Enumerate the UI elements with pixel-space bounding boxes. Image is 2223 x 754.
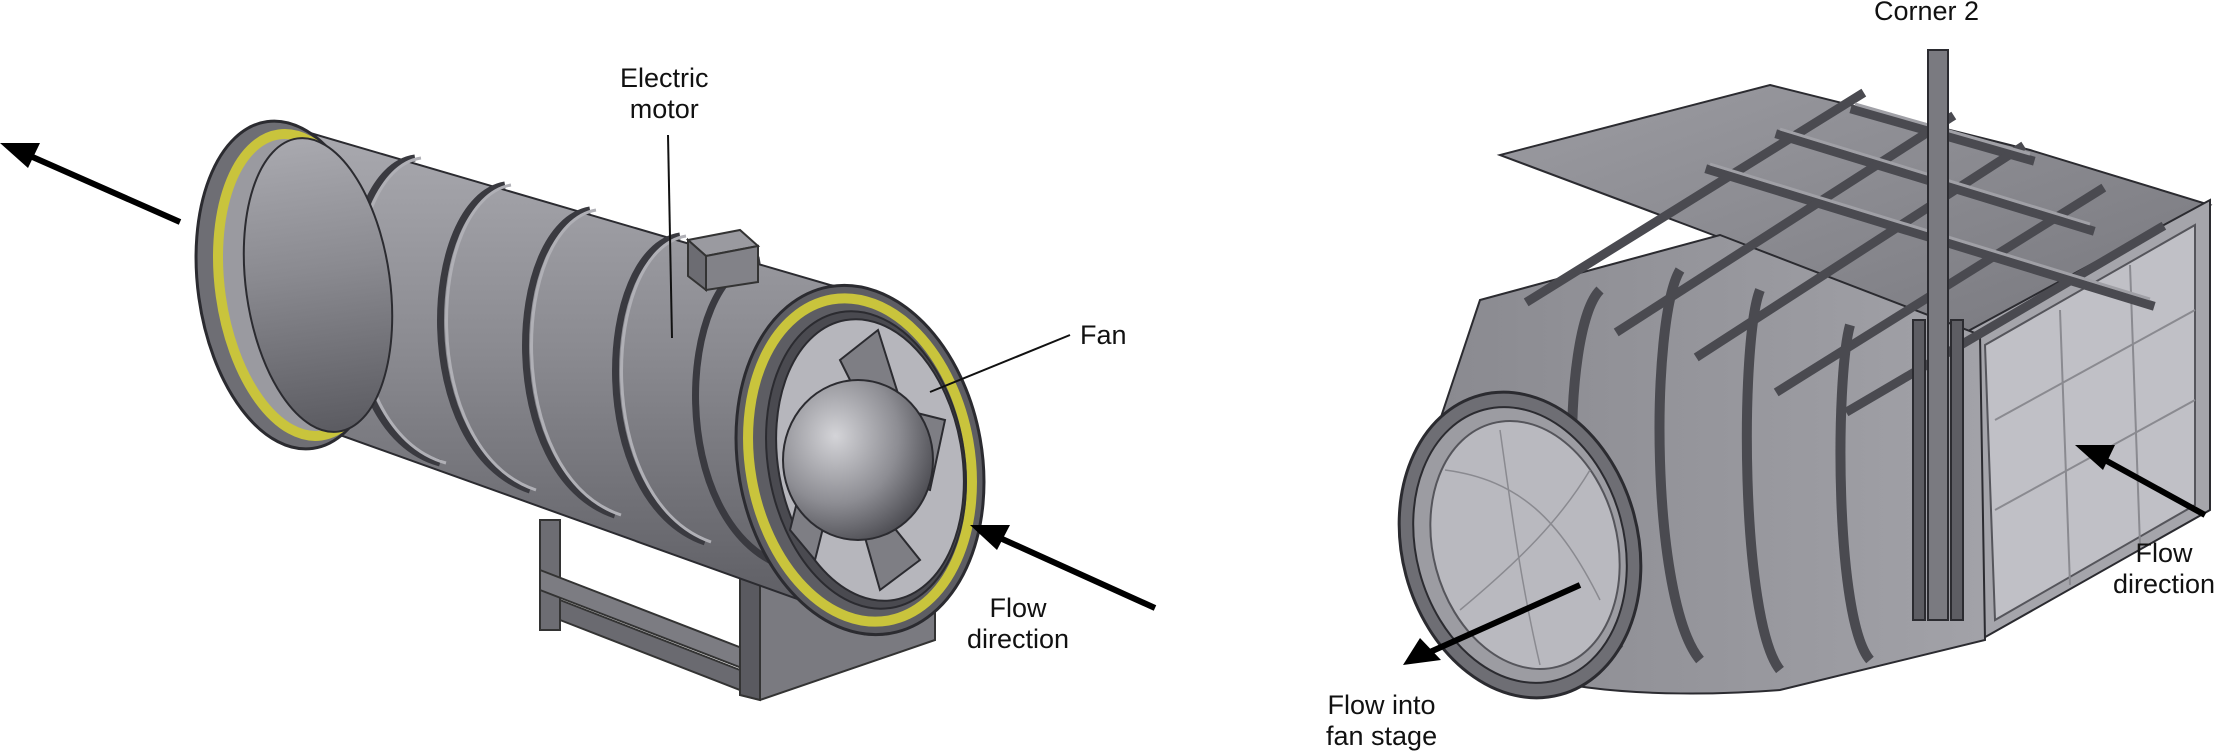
electric-motor-label-line1: Electric bbox=[620, 63, 709, 93]
fan-stage-assembly bbox=[0, 119, 1157, 702]
flow-direction-left-line2: direction bbox=[967, 624, 1070, 654]
fan-leader bbox=[929, 334, 1071, 393]
flow-arrow-out bbox=[0, 143, 182, 225]
corner-2-label: Corner 2 bbox=[1874, 0, 1979, 27]
flow-direction-right-line2: direction bbox=[2113, 569, 2216, 599]
flow-into-line1: Flow into bbox=[1327, 690, 1436, 720]
fan-label-text: Fan bbox=[1080, 320, 1127, 350]
corner-2-label-text: Corner 2 bbox=[1874, 0, 1980, 26]
flow-into-fan-stage-label: Flow into fan stage bbox=[1326, 690, 1437, 752]
flow-direction-right-line1: Flow bbox=[2135, 538, 2193, 568]
box-side bbox=[1968, 198, 2211, 642]
fan-label: Fan bbox=[1080, 320, 1127, 351]
electric-motor-label: Electric motor bbox=[620, 63, 709, 125]
flow-arrow-inlet bbox=[1403, 582, 1582, 665]
fan-hub-dome bbox=[782, 379, 934, 541]
flow-arrow-box bbox=[2075, 445, 2207, 518]
flow-direction-label-right: Flow direction bbox=[2113, 538, 2215, 600]
corner-post bbox=[1912, 49, 1964, 621]
inlet-flange bbox=[1397, 390, 1643, 700]
flow-direction-left-line1: Flow bbox=[989, 593, 1047, 623]
motor-leader bbox=[667, 134, 673, 339]
flow-direction-label-left: Flow direction bbox=[967, 593, 1069, 655]
motor-box bbox=[685, 228, 761, 293]
flow-into-line2: fan stage bbox=[1326, 721, 1438, 751]
corner-contraction-assembly bbox=[1397, 49, 2213, 700]
flow-arrow-in bbox=[970, 525, 1157, 611]
outlet-flange bbox=[194, 119, 394, 451]
electric-motor-label-line2: motor bbox=[629, 94, 699, 124]
